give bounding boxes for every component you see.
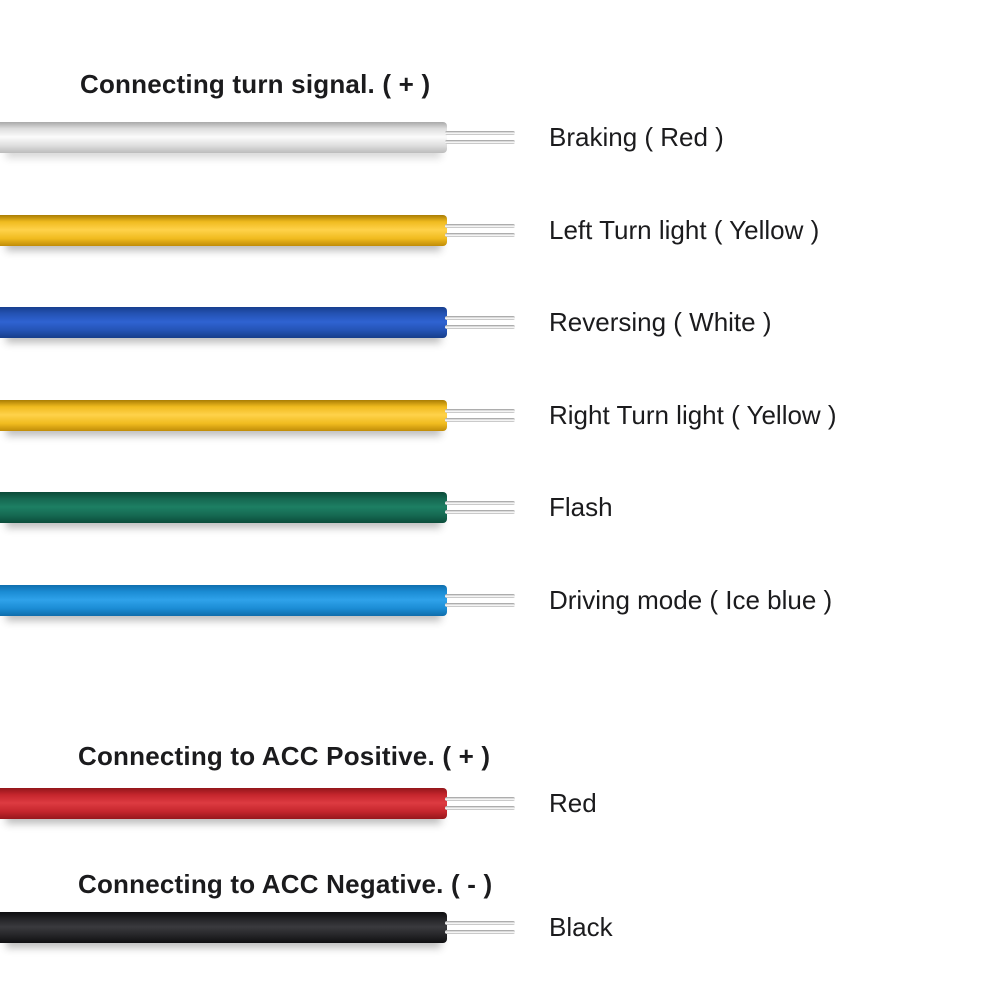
wire-strand xyxy=(445,232,515,237)
wire-acc-negative-wire-stripped-end xyxy=(445,921,515,934)
wire-right-turn xyxy=(0,399,447,431)
wire-label-left-turn: Left Turn light ( Yellow ) xyxy=(549,214,820,245)
wire-strand xyxy=(445,510,515,514)
wire-driving-mode-stripped-end xyxy=(445,593,515,607)
wire-strand xyxy=(445,408,515,413)
wire-strand xyxy=(445,325,515,329)
wire-braking-stripped-end xyxy=(445,131,515,144)
wire-acc-positive-wire xyxy=(0,788,447,819)
wire-strand xyxy=(445,806,515,810)
wire-label-flash: Flash xyxy=(549,492,613,522)
wire-strand xyxy=(445,501,515,505)
wire-braking xyxy=(0,122,447,153)
wire-strand xyxy=(445,593,515,598)
wire-strand xyxy=(445,797,515,801)
wire-left-turn-stripped-end xyxy=(445,223,515,237)
wire-label-acc-negative-wire: Black xyxy=(549,912,613,942)
wire-right-turn-stripped-end xyxy=(445,408,515,422)
wire-flash xyxy=(0,492,447,523)
wire-strand xyxy=(445,930,515,934)
wire-label-right-turn: Right Turn light ( Yellow ) xyxy=(549,399,837,430)
wire-strand xyxy=(445,131,515,135)
wire-label-braking: Braking ( Red ) xyxy=(549,122,724,152)
wire-reversing xyxy=(0,307,447,338)
wire-strand xyxy=(445,140,515,144)
wire-acc-positive-wire-stripped-end xyxy=(445,797,515,810)
wire-left-turn xyxy=(0,214,447,246)
wire-strand xyxy=(445,417,515,422)
wire-strand xyxy=(445,223,515,228)
wire-strand xyxy=(445,921,515,925)
wire-driving-mode xyxy=(0,584,447,616)
wire-strand xyxy=(445,316,515,320)
wire-label-reversing: Reversing ( White ) xyxy=(549,307,772,337)
wire-reversing-stripped-end xyxy=(445,316,515,329)
wire-strand xyxy=(445,602,515,607)
section-title-acc-negative: Connecting to ACC Negative. ( - ) xyxy=(78,869,493,899)
section-title-acc-positive: Connecting to ACC Positive. ( + ) xyxy=(78,741,491,771)
wire-label-driving-mode: Driving mode ( Ice blue ) xyxy=(549,584,833,615)
wire-flash-stripped-end xyxy=(445,501,515,514)
section-title-turn-signal: Connecting turn signal. ( + ) xyxy=(80,69,431,99)
wire-label-acc-positive-wire: Red xyxy=(549,788,597,818)
wire-acc-negative-wire xyxy=(0,912,447,943)
